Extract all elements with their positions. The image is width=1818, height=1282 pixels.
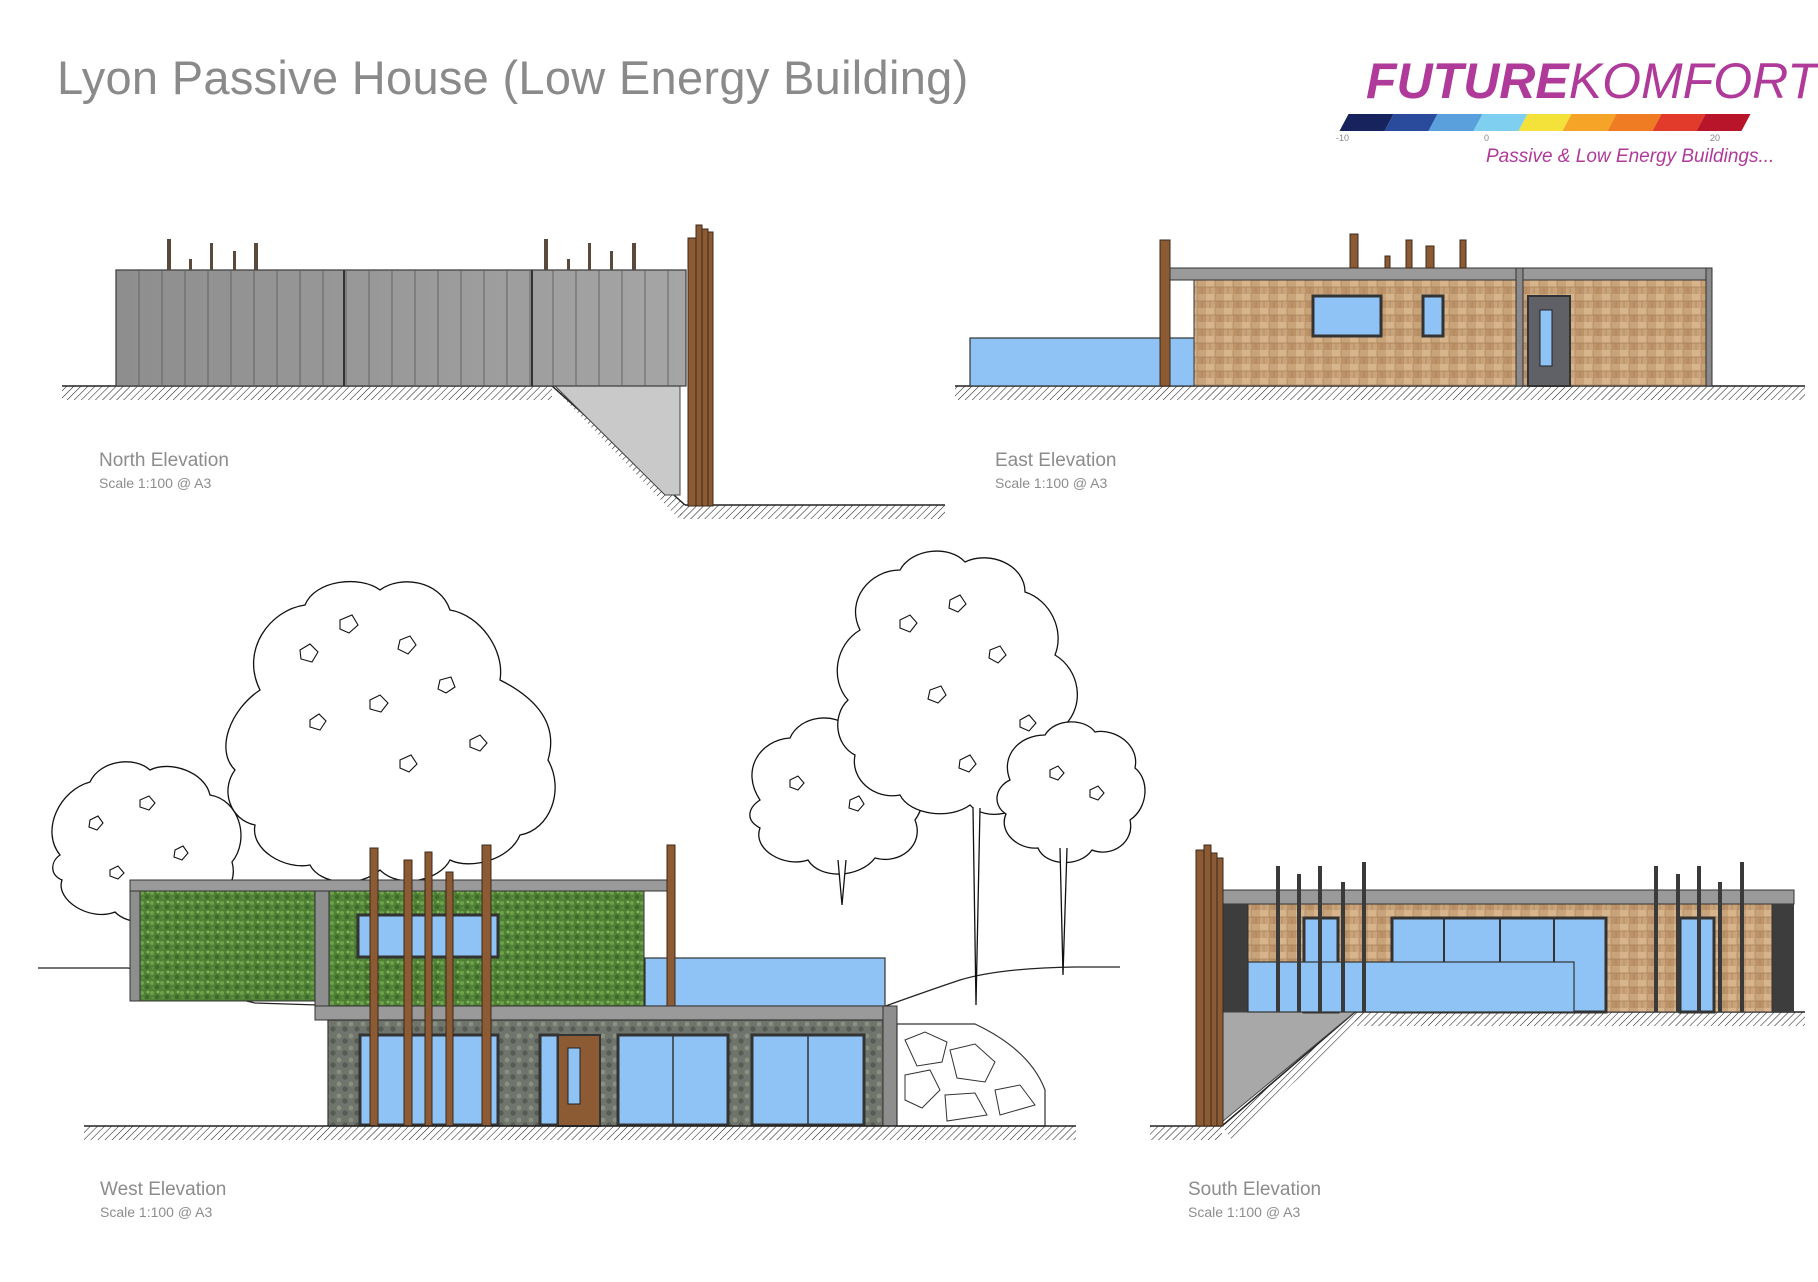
green-wall xyxy=(139,890,316,1002)
south-elevation-title: South Elevation xyxy=(1188,1179,1322,1200)
logo-tick-max: 20 xyxy=(1710,133,1721,143)
south-elevation xyxy=(1150,844,1805,1140)
logo-color-segment xyxy=(1696,114,1751,131)
logo-word-future: FUTURE xyxy=(1366,53,1569,109)
east-elevation-scale: Scale 1:100 @ A3 xyxy=(995,475,1108,491)
cladding-panel xyxy=(115,269,687,387)
ground-hatch xyxy=(62,386,552,400)
logo-tagline: Passive & Low Energy Buildings... xyxy=(1486,146,1775,167)
west-elevation-scale: Scale 1:100 @ A3 xyxy=(100,1204,213,1220)
tree-right-group xyxy=(749,550,1146,875)
tree-left-large xyxy=(225,580,556,883)
stone-wall xyxy=(896,1023,1046,1127)
window xyxy=(1311,294,1383,338)
west-elevation xyxy=(38,550,1146,1140)
south-elevation-scale: Scale 1:100 @ A3 xyxy=(1188,1204,1301,1220)
tree-right-foliage-detail xyxy=(789,594,1105,812)
logo-wordmark: FUTUREKOMFORT xyxy=(1366,52,1818,110)
logo-color-scale xyxy=(1339,114,1751,131)
east-elevation-title: East Elevation xyxy=(995,450,1117,471)
logo-tick-min: -10 xyxy=(1336,133,1350,143)
east-elevation xyxy=(955,233,1805,400)
roof-slab xyxy=(129,879,671,892)
west-elevation-title: West Elevation xyxy=(100,1179,227,1200)
north-elevation-scale: Scale 1:100 @ A3 xyxy=(99,475,212,491)
page-title: Lyon Passive House (Low Energy Building) xyxy=(57,51,969,104)
north-elevation xyxy=(62,224,945,520)
futurekomfort-logo: FUTUREKOMFORT -10 0 20 Passive & Low Ene… xyxy=(1336,48,1818,178)
roof-vents xyxy=(167,239,636,270)
logo-word-komfort: KOMFORT xyxy=(1568,53,1818,109)
glass-balustrade xyxy=(969,337,1196,387)
tree-foliage-detail xyxy=(88,614,488,880)
slope-hatch xyxy=(552,386,685,520)
logo-tick-mid: 0 xyxy=(1484,133,1490,143)
timber-posts xyxy=(687,224,714,507)
south-fins xyxy=(1276,862,1744,1012)
north-elevation-title: North Elevation xyxy=(99,450,229,471)
